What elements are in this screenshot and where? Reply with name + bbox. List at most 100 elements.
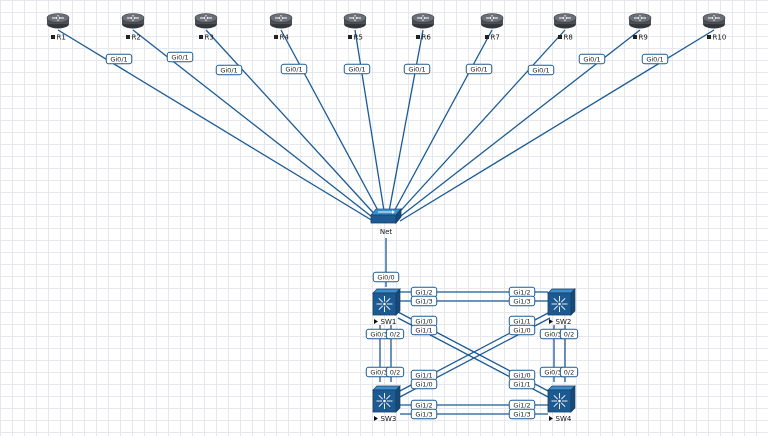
router-icon	[411, 13, 435, 29]
status-square-icon	[633, 35, 637, 39]
switch-sw4[interactable]: SW4	[547, 385, 576, 423]
switch-label: SW4	[556, 415, 572, 423]
svg-text:Gi1/3: Gi1/3	[415, 297, 432, 305]
router-icon	[194, 13, 218, 29]
play-triangle-icon	[549, 319, 553, 324]
router-iface-label-r6: Gi0/1	[403, 63, 431, 75]
router-r7[interactable]: R7	[480, 13, 504, 42]
status-square-icon	[558, 35, 562, 39]
router-iface-label-r2: Gi0/1	[166, 51, 194, 63]
router-label: R7	[491, 34, 500, 42]
router-label: R2	[132, 34, 141, 42]
link-r6-net[interactable]	[387, 29, 424, 218]
iface-label-sw1-uplink: Gi0/0	[372, 271, 400, 283]
router-r10[interactable]: R10	[702, 13, 726, 42]
play-triangle-icon	[549, 416, 553, 421]
iface-label-sw1-cross-b: Gi1/1	[410, 324, 438, 336]
link-r5-net[interactable]	[354, 29, 386, 218]
status-square-icon	[485, 35, 489, 39]
svg-text:Gi0/1: Gi0/1	[470, 65, 487, 73]
hub-label: Net	[380, 228, 393, 236]
link-r1-net[interactable]	[57, 29, 374, 222]
iface-label-sw1-cross-a: Gi1/0	[410, 315, 438, 327]
iface-label-sw4-sw3-b: Gi1/3	[508, 408, 536, 420]
svg-text:Gi1/1: Gi1/1	[415, 371, 432, 379]
router-iface-label-r4: Gi0/1	[280, 63, 308, 75]
svg-text:Gi0/3: Gi0/3	[544, 368, 561, 376]
svg-text:Gi1/3: Gi1/3	[513, 297, 530, 305]
switch-label: SW1	[381, 318, 397, 326]
svg-text:0/2: 0/2	[564, 368, 574, 376]
hub-net[interactable]: Net	[370, 207, 402, 236]
router-iface-label-r1: Gi0/1	[105, 53, 133, 65]
router-iface-label-r5: Gi0/1	[343, 63, 371, 75]
router-r5[interactable]: R5	[343, 13, 367, 42]
svg-text:Gi0/1: Gi0/1	[583, 55, 600, 63]
svg-text:Gi0/1: Gi0/1	[171, 53, 188, 61]
router-icon	[702, 13, 726, 29]
router-label: R4	[280, 34, 290, 42]
status-square-icon	[416, 35, 420, 39]
router-label: R3	[205, 34, 214, 42]
svg-text:Gi1/2: Gi1/2	[415, 288, 432, 296]
iface-label-sw3-sw4-b: Gi1/3	[410, 408, 438, 420]
svg-text:Gi0/1: Gi0/1	[348, 65, 365, 73]
router-r4[interactable]: R4	[269, 13, 293, 42]
svg-text:Gi0/1: Gi0/1	[532, 66, 549, 74]
router-r2[interactable]: R2	[121, 13, 145, 42]
svg-text:Gi1/2: Gi1/2	[513, 288, 530, 296]
iface-label-sw1-sw2-b: Gi1/3	[410, 295, 438, 307]
status-square-icon	[274, 35, 278, 39]
router-iface-label-r8: Gi0/1	[527, 64, 555, 76]
iface-label-sw4-sw3-a: Gi1/2	[508, 399, 536, 411]
status-square-icon	[199, 35, 203, 39]
router-r1[interactable]: R1	[46, 13, 70, 42]
router-iface-label-r7: Gi0/1	[465, 63, 493, 75]
switch-sw3[interactable]: SW3	[372, 385, 401, 423]
router-r3[interactable]: R3	[194, 13, 218, 42]
link-r3-net[interactable]	[205, 29, 380, 220]
router-iface-label-r10: Gi0/1	[641, 53, 669, 65]
layer3-switch-icon	[547, 288, 576, 316]
router-icon	[121, 13, 145, 29]
router-icon	[628, 13, 652, 29]
link-r7-net[interactable]	[390, 29, 493, 218]
status-square-icon	[707, 35, 711, 39]
link-r4-net[interactable]	[280, 29, 383, 219]
router-iface-label-r9: Gi0/1	[578, 53, 606, 65]
router-label: R8	[564, 34, 573, 42]
svg-text:0/2: 0/2	[390, 330, 400, 338]
iface-label-sw4-cross-a: Gi1/0	[508, 369, 536, 381]
iface-label-sw2-sw1-b: Gi1/3	[508, 295, 536, 307]
router-label: R5	[354, 34, 363, 42]
iface-label-sw2-cross-a: Gi1/1	[508, 315, 536, 327]
router-r6[interactable]: R6	[411, 13, 435, 42]
router-iface-label-r3: Gi0/1	[215, 64, 243, 76]
svg-text:Gi1/0: Gi1/0	[415, 317, 432, 325]
play-triangle-icon	[374, 416, 378, 421]
unmanaged-switch-icon	[370, 207, 402, 225]
iface-label-sw2-cross-b: Gi1/0	[508, 324, 536, 336]
svg-text:Gi0/1: Gi0/1	[110, 55, 127, 63]
layer3-switch-icon	[372, 288, 401, 316]
layer3-switch-icon	[547, 385, 576, 413]
router-r8[interactable]: R8	[553, 13, 577, 42]
router-icon	[269, 13, 293, 29]
router-label: R9	[639, 34, 648, 42]
svg-text:Gi0/1: Gi0/1	[220, 66, 237, 74]
iface-label-sw2-sw1-a: Gi1/2	[508, 286, 536, 298]
router-r9[interactable]: R9	[628, 13, 652, 42]
iface-label-sw3-cross-a: Gi1/1	[410, 369, 438, 381]
link-r8-net[interactable]	[393, 29, 566, 219]
svg-text:Gi0/1: Gi0/1	[408, 65, 425, 73]
status-square-icon	[126, 35, 130, 39]
iface-label-sw4-up-b: 0/2	[559, 366, 579, 378]
iface-label-sw3-up-b: 0/2	[385, 366, 405, 378]
switch-sw2[interactable]: SW2	[547, 288, 576, 326]
router-label: R6	[422, 34, 432, 42]
switch-sw1[interactable]: SW1	[372, 288, 401, 326]
